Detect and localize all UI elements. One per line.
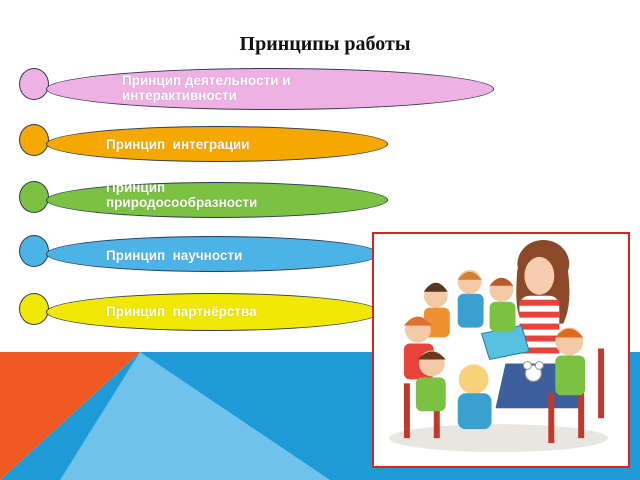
principle-pill: [46, 68, 494, 110]
principle-label: Принцип природосообразности: [106, 180, 258, 210]
principle-item-activity: Принцип деятельности и интерактивности: [0, 66, 500, 116]
principle-pill: [46, 236, 380, 272]
principle-item-partnership: Принцип партнёрства: [0, 290, 500, 340]
principle-label: Принцип деятельности и интерактивности: [122, 73, 291, 103]
illustration-frame: [372, 232, 630, 468]
principle-pill: [46, 182, 388, 218]
principle-label: Принцип интеграции: [106, 137, 250, 152]
bullet-circle: [19, 235, 49, 267]
principle-item-integration: Принцип интеграции: [0, 122, 500, 172]
teacher-reading-to-children-illustration: [388, 239, 609, 453]
bullet-circle: [19, 293, 49, 325]
principle-item-nature-conformity: Принцип природосообразности: [0, 177, 500, 227]
principle-pill: [46, 126, 388, 162]
light-blue-triangle: [60, 352, 330, 480]
bullet-circle: [19, 124, 49, 156]
bullet-circle: [19, 181, 49, 213]
principle-pill: [46, 293, 380, 331]
principle-item-science: Принцип научности: [0, 232, 500, 282]
principle-label: Принцип партнёрства: [106, 304, 257, 319]
principle-label: Принцип научности: [106, 248, 243, 263]
orange-triangle: [0, 352, 140, 480]
bullet-circle: [19, 68, 49, 100]
page-title: Принципы работы: [239, 33, 411, 55]
